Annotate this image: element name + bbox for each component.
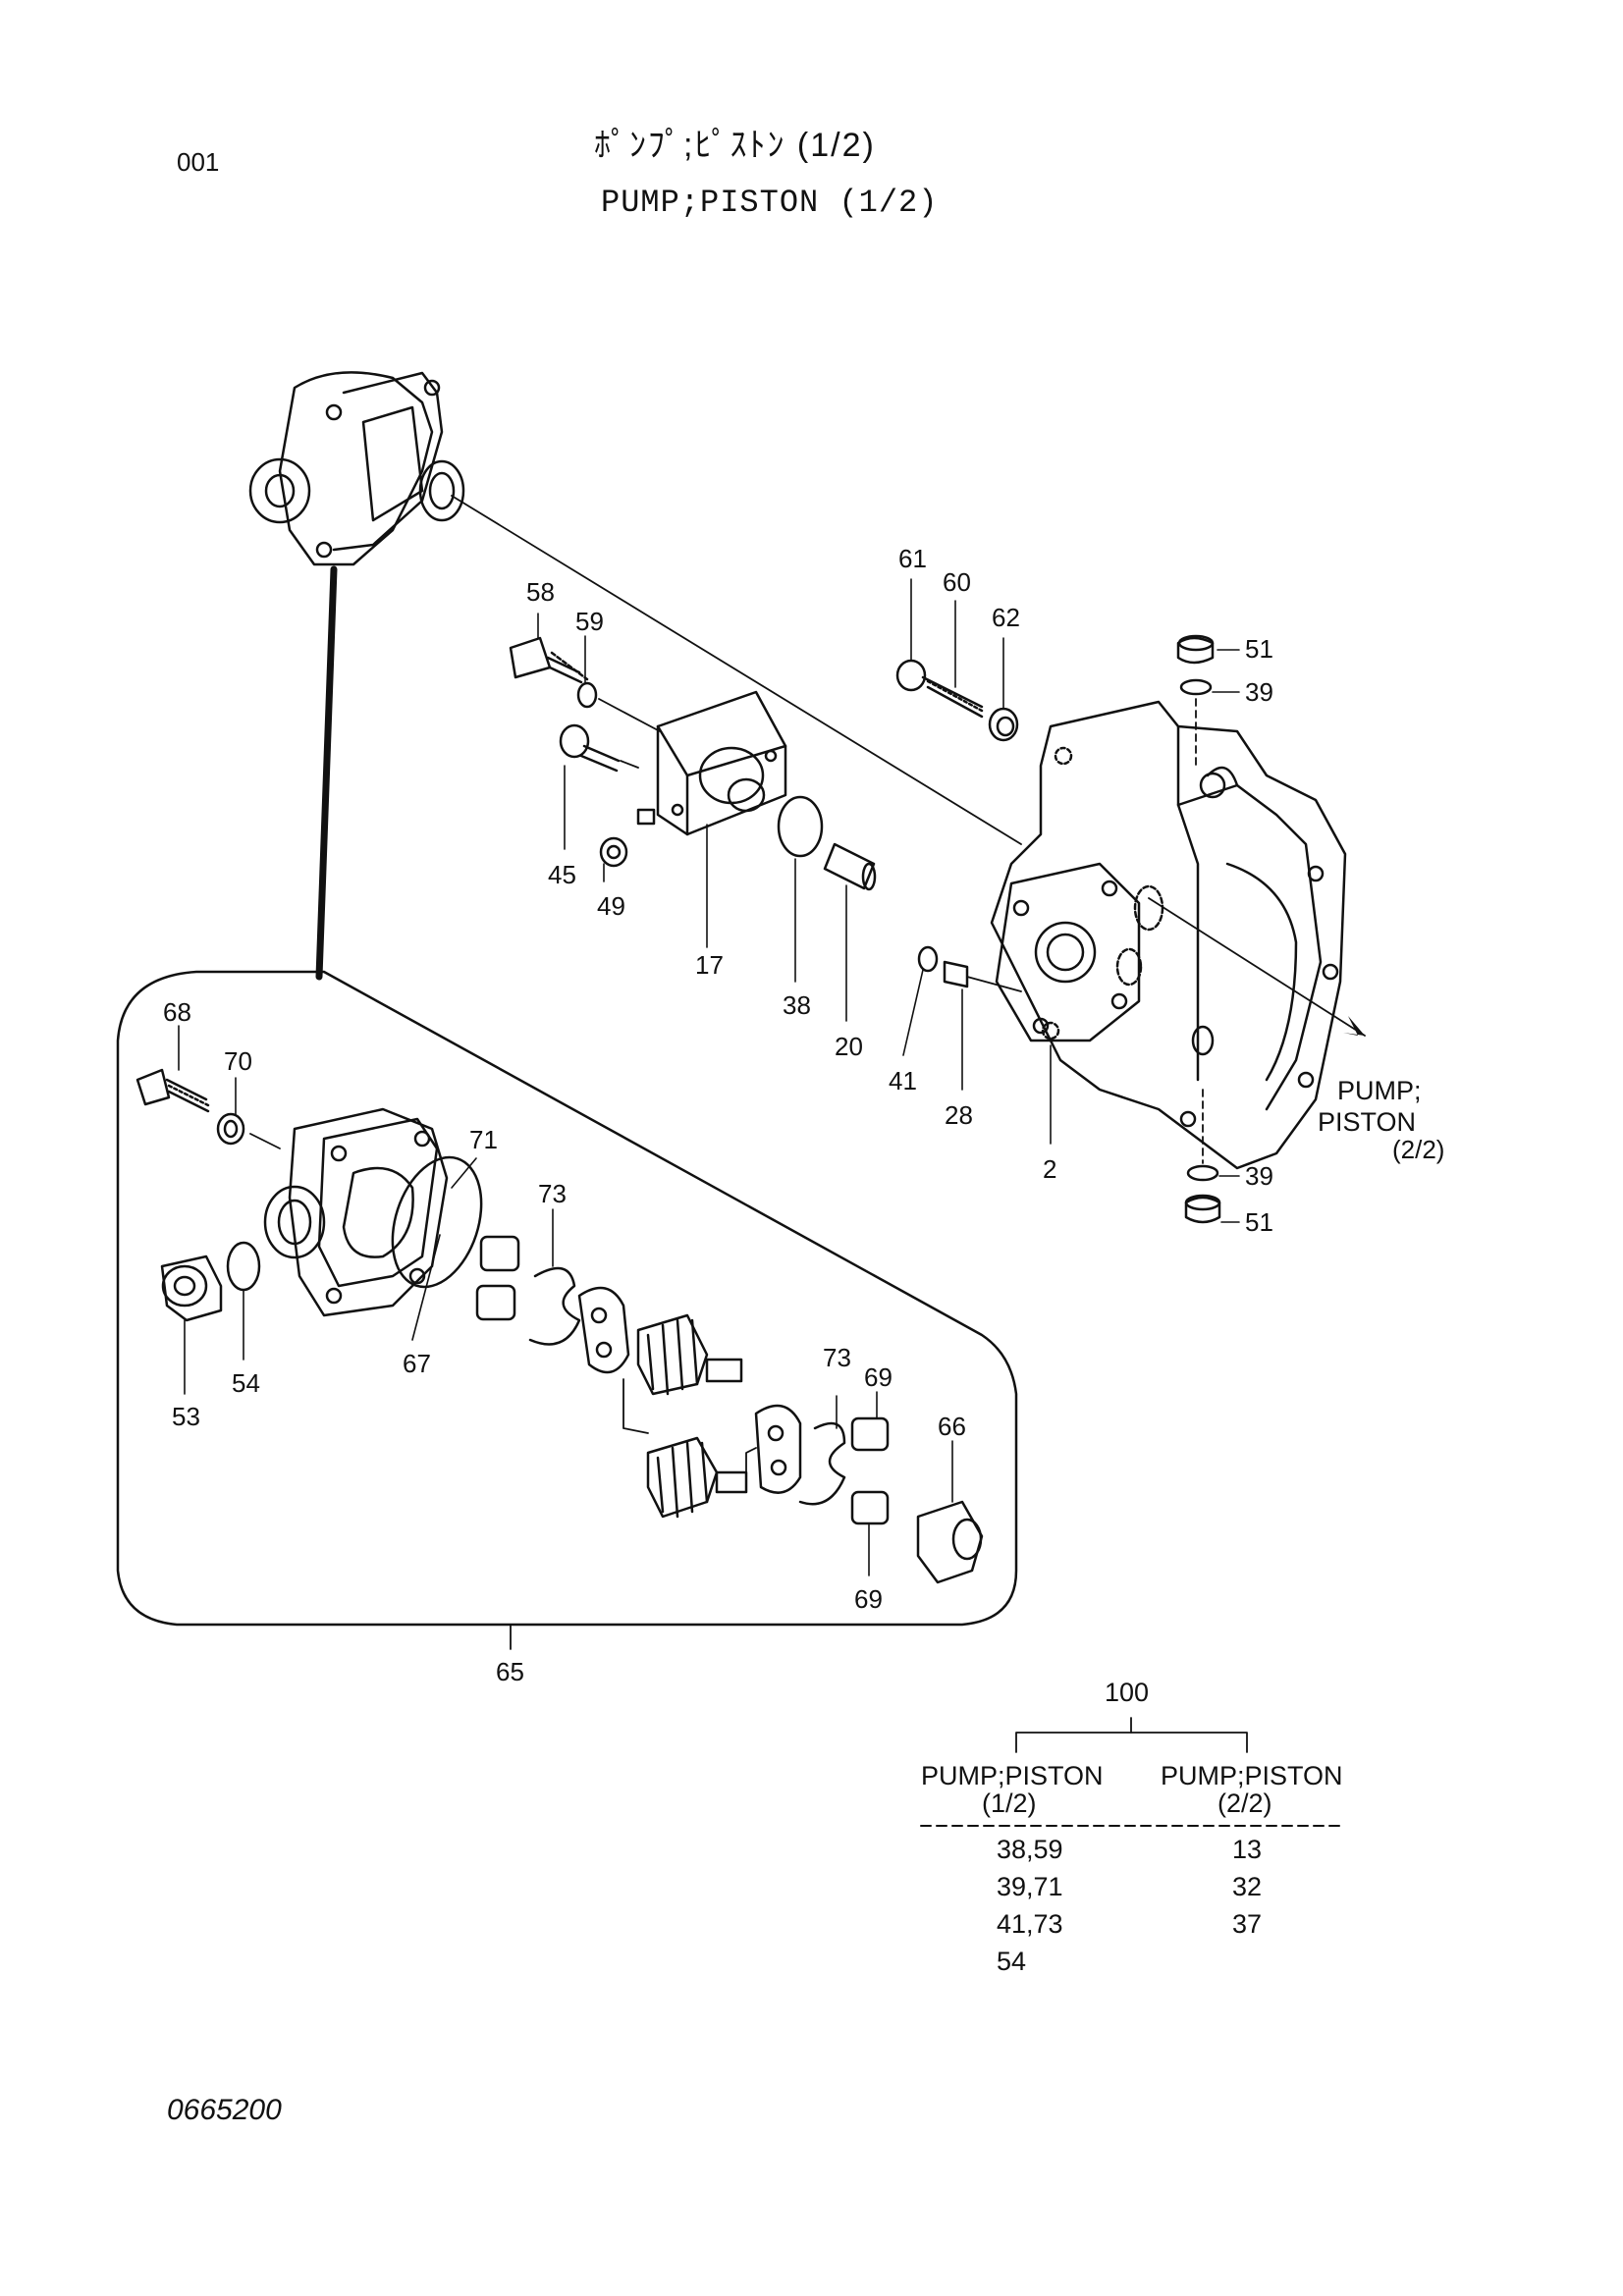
callout-69-top: 69 <box>864 1362 893 1392</box>
title-english: PUMP;PISTON (1/2) <box>601 185 939 221</box>
kit-bracket <box>1015 1732 1248 1753</box>
o-ring-39-bottom <box>1186 1164 1219 1182</box>
col1-header-line2: (1/2) <box>982 1789 1037 1818</box>
col2-value: 13 <box>1232 1835 1262 1864</box>
reference-line-2: PISTON <box>1318 1107 1416 1137</box>
plug-28 <box>943 960 969 988</box>
callout-39-bottom: 39 <box>1245 1161 1273 1191</box>
plug-51-bottom <box>1184 1196 1221 1224</box>
o-ring-54 <box>226 1241 261 1292</box>
plug-20 <box>823 842 876 890</box>
callout-53: 53 <box>172 1402 200 1431</box>
drive-gears <box>622 1313 757 1519</box>
col2-header-line1: PUMP;PISTON <box>1161 1761 1343 1790</box>
callout-66: 66 <box>938 1412 966 1441</box>
callout-28: 28 <box>945 1100 973 1130</box>
kit-number: 100 <box>1105 1678 1149 1707</box>
col2-header-line2: (2/2) <box>1217 1789 1272 1818</box>
callout-70: 70 <box>224 1046 252 1076</box>
clip-73-right <box>798 1421 846 1506</box>
callout-54: 54 <box>232 1368 260 1398</box>
callout-45: 45 <box>548 860 576 889</box>
col1-value: 54 <box>997 1947 1026 1976</box>
callout-2: 2 <box>1043 1154 1056 1184</box>
callout-51-bottom: 51 <box>1245 1207 1273 1237</box>
callout-62: 62 <box>992 603 1020 632</box>
leader-lines <box>178 578 1240 1576</box>
clip-73-left <box>528 1266 581 1346</box>
o-ring-41 <box>917 945 939 973</box>
o-ring-71 <box>391 1155 483 1289</box>
callout-20: 20 <box>835 1032 863 1061</box>
washer-70 <box>216 1112 245 1146</box>
callout-51-top: 51 <box>1245 634 1273 664</box>
callout-60: 60 <box>943 567 971 597</box>
o-ring-38 <box>777 795 824 858</box>
callout-17: 17 <box>695 950 724 980</box>
callout-61: 61 <box>898 544 927 573</box>
o-ring-59 <box>576 681 598 709</box>
col1-header-line1: PUMP;PISTON <box>921 1761 1104 1790</box>
coupling-66 <box>916 1500 984 1584</box>
bushings <box>475 1235 890 1525</box>
nut-61 <box>895 659 927 692</box>
callout-38: 38 <box>783 990 811 1020</box>
bolt-45 <box>559 723 590 759</box>
col1-value: 41,73 <box>997 1909 1063 1939</box>
callout-58: 58 <box>526 577 555 607</box>
callout-73-right: 73 <box>823 1343 851 1372</box>
col1-value: 39,71 <box>997 1872 1063 1901</box>
plug-58 <box>509 636 552 679</box>
kit-contents-table: 100 PUMP;PISTON (1/2) PUMP;PISTON (2/2) … <box>921 1678 1343 1976</box>
page-code: 001 <box>177 147 220 177</box>
callout-73-left: 73 <box>538 1179 567 1208</box>
stud-60 <box>921 675 984 719</box>
reference-line-3: (2/2) <box>1392 1135 1444 1164</box>
o-ring-39-top <box>1179 678 1213 696</box>
callout-71: 71 <box>469 1125 498 1154</box>
continuation-reference: PUMP; PISTON (2/2) <box>1318 1076 1444 1164</box>
col1-value: 38,59 <box>997 1835 1063 1864</box>
callout-39-top: 39 <box>1245 677 1273 707</box>
plug-53 <box>160 1255 223 1322</box>
plug-51-top <box>1176 636 1215 665</box>
callout-59: 59 <box>575 607 604 636</box>
callout-49: 49 <box>597 891 625 921</box>
gear-housing-cover <box>263 1107 449 1317</box>
callout-68: 68 <box>163 997 191 1027</box>
reference-line-1: PUMP; <box>1337 1076 1422 1105</box>
col2-value: 37 <box>1232 1909 1262 1939</box>
callout-69-bottom: 69 <box>854 1584 883 1614</box>
document-number: 0665200 <box>167 2094 282 2126</box>
side-plate-left <box>577 1286 630 1374</box>
col2-value: 32 <box>1232 1872 1262 1901</box>
nut-49 <box>599 836 628 868</box>
gear-pump-motor-assembly <box>248 371 465 566</box>
side-plate-right <box>754 1404 802 1494</box>
kit-boundary-65 <box>116 970 1018 1627</box>
callout-41: 41 <box>889 1066 917 1095</box>
regulator-block <box>636 690 787 836</box>
bolt-68 <box>135 1068 171 1106</box>
callout-labels: 58 59 45 49 17 38 20 61 60 62 51 39 41 2… <box>163 544 1273 1686</box>
pump-housing <box>990 700 1347 1170</box>
callout-65: 65 <box>496 1657 524 1686</box>
callout-67: 67 <box>403 1349 431 1378</box>
title-japanese: ﾎﾟﾝﾌﾟ;ﾋﾟｽﾄﾝ (1/2) <box>594 127 876 164</box>
